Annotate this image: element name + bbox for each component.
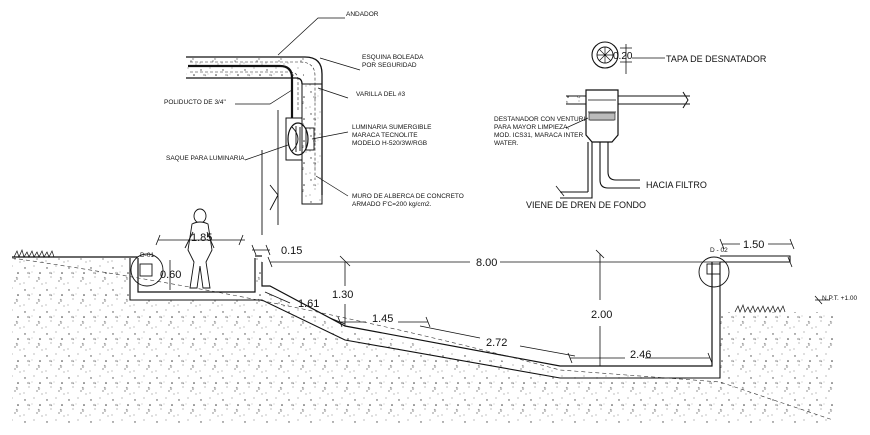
leader-esquina [319, 57, 361, 71]
label-tapa-desnatador: TAPA DE DESNATADOR [666, 54, 767, 64]
label-poliducto: POLIDUCTO DE 3/4" [164, 99, 226, 106]
dim-step: 1.45 [372, 313, 393, 325]
label-luminaria-line2: MARACA TECNOLITE [352, 132, 418, 139]
label-luminaria-line1: LUMINARIA SUMERGIBLE [352, 124, 432, 131]
skimmer-detail: 0.20 TAPA DE DESNATADOR DESTANADOR CON V… [494, 41, 767, 210]
label-desnatador-line2: PARA MAYOR LIMPIEZA, [494, 124, 569, 131]
slab-outline [129, 255, 791, 379]
leader-muro [315, 175, 349, 197]
leader-poliducto [235, 89, 293, 105]
label-muro-line2: ARMADO F'C=200 kg/cm2. [352, 201, 432, 208]
label-esquina-line1: ESQUINA BOLEADA [362, 54, 424, 61]
dim-depth-shallow: 0.60 [160, 269, 181, 281]
dim-deck: 1.50 [743, 239, 764, 251]
luminaire-icon [287, 122, 315, 156]
grass-left [13, 248, 55, 258]
label-viene-dren: VIENE DE DREN DE FONDO [526, 200, 646, 210]
dim-depth-mid: 1.30 [332, 289, 353, 301]
label-esquina-line2: POR SEGURIDAD [362, 62, 417, 69]
soil-mass [12, 258, 833, 425]
backfill-line [261, 110, 279, 235]
dim-total-length: 8.00 [476, 257, 497, 269]
grass-right [734, 303, 786, 313]
leader-varilla [317, 87, 349, 99]
dim-bottom: 2.46 [630, 349, 651, 361]
label-hacia-filtro: HACIA FILTRO [646, 180, 707, 190]
luminaire-marker [139, 263, 153, 277]
dim-line-020 [620, 44, 632, 74]
dimension-lines [155, 234, 830, 366]
dim-person-height: 1.85 [191, 232, 212, 244]
skimmer-deck-fill [566, 96, 586, 104]
label-desnatador-line1: DESTANADOR CON VENTURI [494, 116, 585, 123]
callout-d01-circle [130, 253, 164, 287]
skimmer-lid-icon [591, 41, 619, 69]
tag-d02: D - 02 [710, 247, 728, 254]
dim-020: 0.20 [613, 51, 633, 62]
label-muro-line1: MURO DE ALBERCA DE CONCRETO [352, 193, 464, 200]
leader-saque [244, 144, 289, 161]
conduit [188, 64, 294, 120]
pool-interior-fill [263, 262, 711, 365]
label-varilla: VARILLA DEL #3 [356, 91, 406, 98]
label-luminaria-line3: MODELO H-520/3W/RGB [352, 140, 427, 147]
label-saque: SAQUE PARA LUMINARIA [166, 155, 245, 162]
deck-slab [186, 56, 323, 195]
skimmer-marker [706, 263, 721, 275]
label-npt: N.P.T. +1.00 [822, 295, 857, 302]
leader-luminaria [311, 131, 349, 140]
leader-andador [277, 17, 345, 56]
dim-slope-2: 2.72 [486, 337, 507, 349]
dim-wall: 0.15 [281, 245, 302, 257]
label-desnatador-line3: MOD. ICS31, MARACA INTER [494, 132, 584, 139]
leader-desnatador [565, 117, 589, 129]
pool-wall [301, 83, 323, 205]
label-andador: ANDADOR [346, 11, 379, 18]
callout-d02-circle [698, 256, 730, 288]
pipe-from-drain [560, 142, 593, 199]
tag-d01: D-01 [140, 252, 154, 259]
human-scale-figure [184, 208, 215, 289]
ground-line [11, 257, 834, 421]
pipe-to-filter [599, 142, 640, 189]
dim-depth-deep: 2.00 [591, 309, 612, 321]
pool-longitudinal-section: D-01 D - 02 1.85 0.15 0.60 8.00 1.30 [11, 208, 857, 425]
luminaire-detail: ANDADOR ESQUINA BOLEADA POR SEGURIDAD PO… [164, 11, 464, 235]
dim-slope-1: 1.61 [298, 298, 319, 310]
label-desnatador-line4: WATER. [494, 140, 519, 147]
rebar-line [190, 61, 316, 180]
